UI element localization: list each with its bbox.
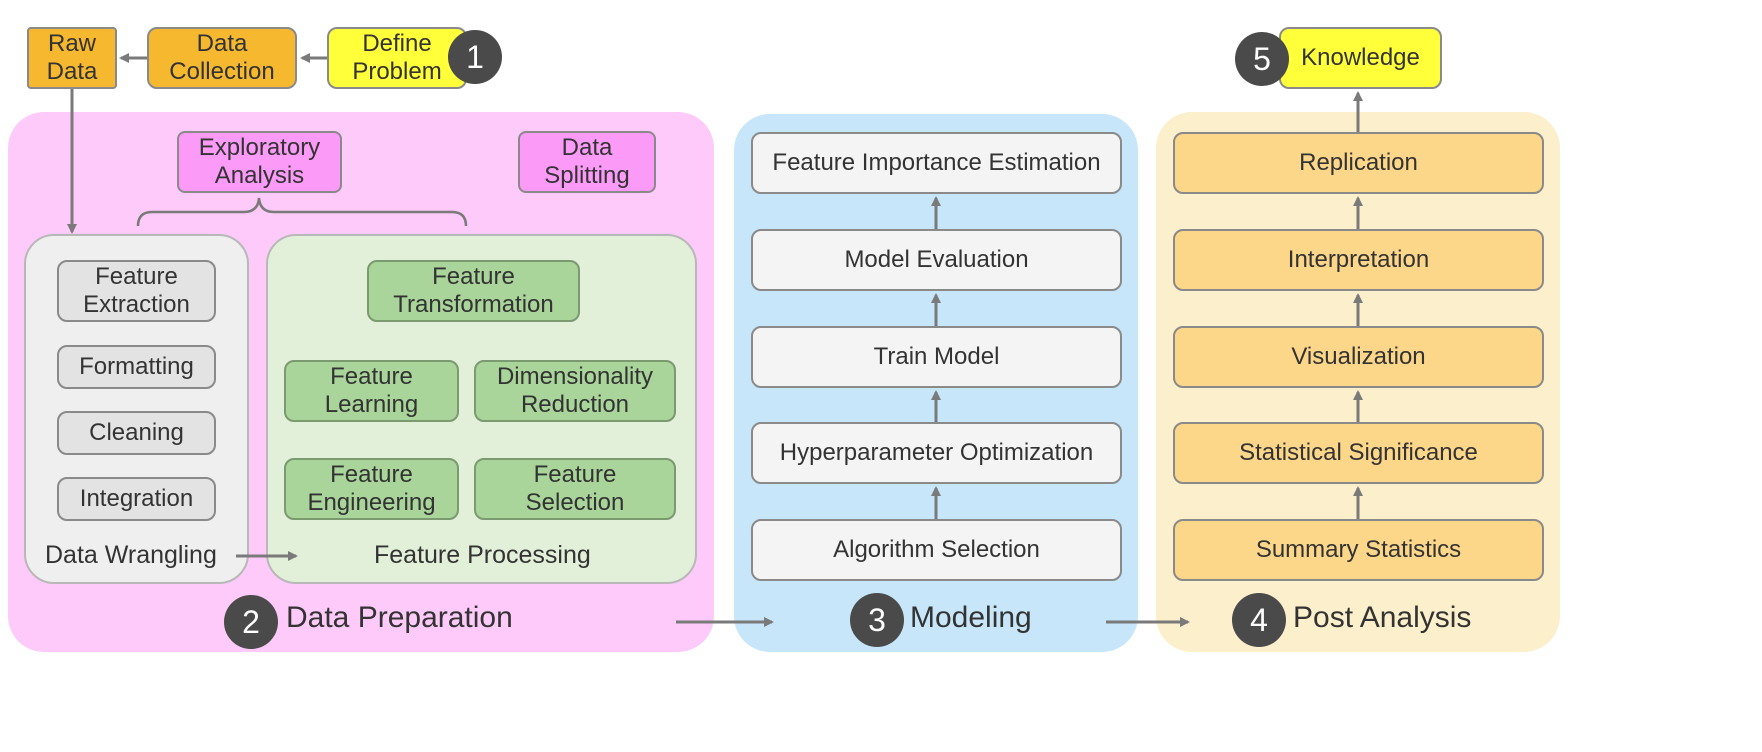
replication-box: Replication [1173,132,1544,194]
step-1-badge: 1 [448,30,502,84]
exploratory-brace [136,197,468,227]
modeling-title: Modeling [910,601,1032,634]
cleaning-box: Cleaning [57,411,216,455]
integration-box: Integration [57,477,216,521]
summary-statistics-box: Summary Statistics [1173,519,1544,581]
feature-engineering-box: Feature Engineering [284,458,459,520]
algorithm-selection-box: Algorithm Selection [751,519,1122,581]
model-evaluation-box: Model Evaluation [751,229,1122,291]
hyperparameter-optimization-box: Hyperparameter Optimization [751,422,1122,484]
statistical-significance-box: Statistical Significance [1173,422,1544,484]
exploratory-analysis-box: Exploratory Analysis [177,131,342,193]
step-4-badge: 4 [1232,593,1286,647]
step-5-badge: 5 [1235,32,1289,86]
interpretation-box: Interpretation [1173,229,1544,291]
raw-data-box: Raw Data [27,27,117,89]
feature-processing-label: Feature Processing [374,541,591,569]
step-2-badge: 2 [224,595,278,649]
knowledge-box: Knowledge [1279,27,1442,89]
visualization-box: Visualization [1173,326,1544,388]
define-problem-box: Define Problem [327,27,467,89]
feature-importance-box: Feature Importance Estimation [751,132,1122,194]
data-collection-box: Data Collection [147,27,297,89]
train-model-box: Train Model [751,326,1122,388]
post-analysis-title: Post Analysis [1293,601,1472,634]
formatting-box: Formatting [57,345,216,389]
feature-learning-box: Feature Learning [284,360,459,422]
data-splitting-box: Data Splitting [518,131,656,193]
data-preparation-title: Data Preparation [286,601,513,634]
step-3-badge: 3 [850,593,904,647]
feature-selection-box: Feature Selection [474,458,676,520]
feature-transformation-box: Feature Transformation [367,260,580,322]
feature-extraction-box: Feature Extraction [57,260,216,322]
data-wrangling-label: Data Wrangling [45,541,217,569]
dimensionality-reduction-box: Dimensionality Reduction [474,360,676,422]
